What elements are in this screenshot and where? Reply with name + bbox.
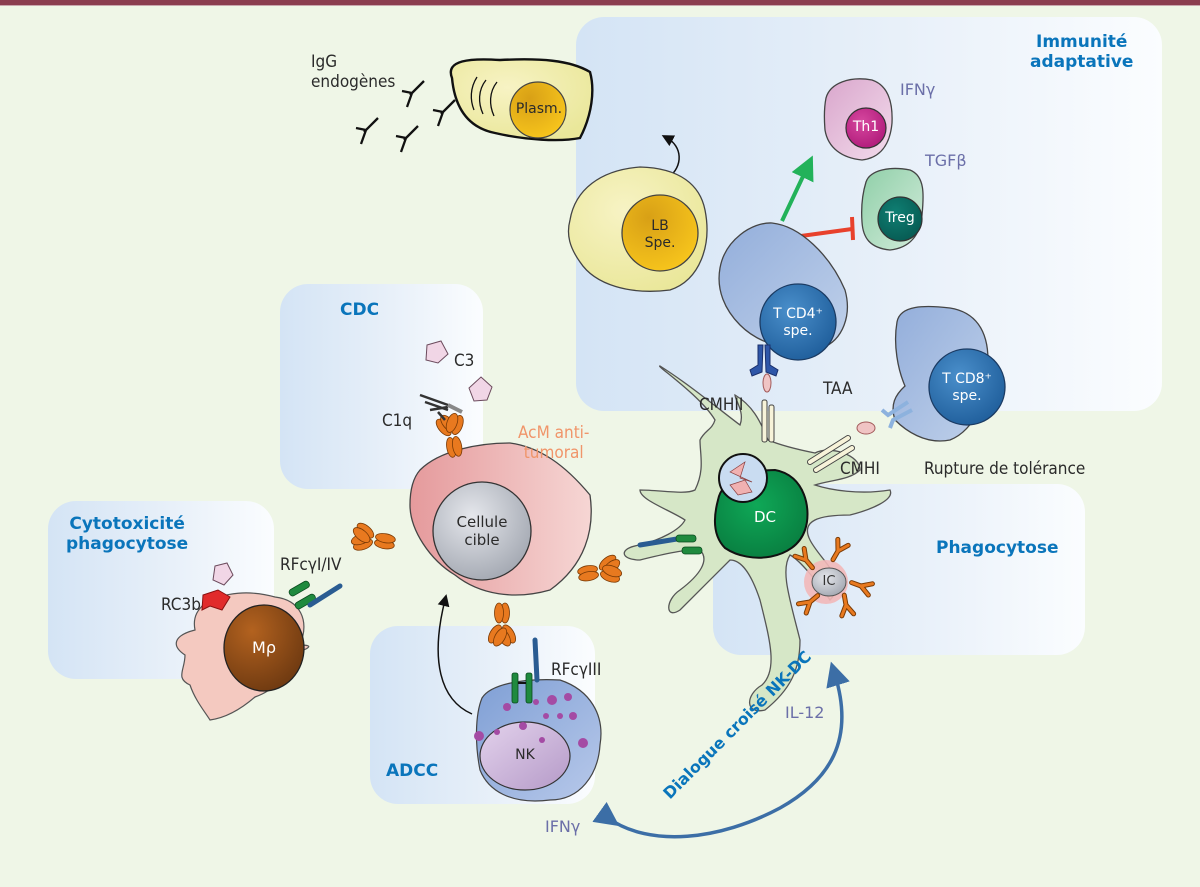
title-adaptive-line2: adaptative — [1030, 51, 1134, 72]
mhc-ii-molecule — [761, 399, 775, 443]
label-mab-line2: tumoral — [523, 442, 584, 463]
label-igg-line2: endogènes — [311, 71, 396, 92]
lb-line2: Spe. — [644, 234, 676, 251]
mhc-i-molecule — [807, 435, 855, 473]
nucleus-label-dc: DC — [753, 508, 777, 526]
inhibition-arrow — [800, 216, 855, 241]
tcd8-cell — [892, 305, 1006, 442]
title-phagocytosis: Phagocytose — [936, 538, 1059, 558]
label-c3: C3 — [454, 351, 475, 371]
tcd8-line2: spe. — [952, 387, 982, 404]
top-border-line — [0, 5, 1200, 6]
cytokine-ifng-th1: IFNγ — [900, 80, 936, 99]
label-mhc-ii: CMHII — [699, 395, 744, 415]
nucleus-label-ic: IC — [822, 574, 836, 589]
nucleus-label-tcd4: T CD4⁺ spe. — [765, 306, 831, 340]
igg-antibody-icon — [394, 124, 420, 154]
title-cdc: CDC — [340, 300, 380, 320]
activation-arrow — [780, 155, 814, 222]
peptide-antigen — [762, 373, 772, 393]
tcd4-line2: spe. — [783, 322, 813, 339]
cytokine-il12: IL-12 — [785, 703, 825, 722]
label-mab-line1: AcM anti- — [518, 423, 590, 443]
mab-antibody — [575, 550, 626, 592]
macrophage-cell — [175, 592, 310, 721]
title-cytotoxicity: Cytotoxicité phagocytose — [66, 514, 189, 554]
c3-fragment — [468, 376, 493, 402]
label-mab: AcM anti- tumoral — [518, 423, 590, 463]
c3-fragment — [425, 340, 449, 364]
lb-line1: LB — [651, 218, 669, 234]
cytokine-ifng-nk: IFNγ — [545, 817, 581, 836]
adcc-arrow — [437, 594, 473, 715]
nucleus-label-treg: Treg — [885, 210, 915, 226]
label-c1q: C1q — [382, 411, 413, 431]
fcgriii-receptor — [511, 637, 540, 704]
igg-antibody-icon — [354, 116, 380, 146]
immune-complex — [795, 539, 872, 616]
tcd4-line1: T CD4⁺ — [773, 306, 823, 322]
label-fcgr-iii: RFcγIII — [551, 660, 602, 680]
title-adaptive-line1: Immunité — [1036, 32, 1128, 52]
th1-cell — [823, 78, 893, 161]
label-igg-line1: IgG — [311, 52, 338, 72]
fcgr-receptor — [288, 580, 343, 610]
c1q-complex — [419, 393, 463, 421]
title-cytotox-line1: Cytotoxicité — [69, 514, 185, 534]
label-rc3b: RC3b — [161, 595, 201, 615]
igg-antibody-icon — [400, 79, 426, 109]
label-mhc-i: CMHI — [840, 459, 880, 479]
plasmocyte-cell — [449, 58, 594, 142]
igg-antibody-icon — [431, 98, 457, 128]
title-adcc: ADCC — [386, 761, 439, 781]
label-igg-endogenous: IgG endogènes — [311, 52, 396, 92]
nucleus-label-nk: NK — [515, 747, 535, 763]
treg-cell — [860, 167, 924, 251]
label-tolerance-break: Rupture de tolérance — [924, 459, 1086, 479]
nucleus-label-tcd8: T CD8⁺ spe. — [934, 371, 1000, 405]
rc3b-receptor — [201, 589, 231, 611]
title-cytotox-line2: phagocytose — [66, 533, 189, 554]
tcr-receptor — [749, 344, 779, 377]
label-fcgr-i-iv: RFcγI/IV — [280, 555, 342, 575]
nucleus-label-plasmocyte: Plasm. — [515, 101, 563, 117]
lb-cell — [567, 166, 708, 292]
nucleus-label-target: Cellule cible — [447, 513, 517, 549]
target-cell — [409, 442, 592, 596]
target-line1: Cellule — [456, 513, 508, 531]
c3-fragment — [212, 562, 234, 586]
nk-granules — [474, 693, 588, 748]
dendritic-cell — [623, 365, 892, 712]
tcd4-cell — [718, 222, 848, 361]
nucleus-label-th1: Th1 — [852, 119, 880, 135]
cytokine-tgfb: TGFβ — [925, 151, 967, 170]
mab-antibody — [347, 518, 398, 560]
top-border-bar — [0, 0, 1200, 5]
label-taa: TAA — [823, 379, 853, 399]
target-line2: cible — [464, 531, 500, 549]
tcd8-line1: T CD8⁺ — [942, 371, 992, 387]
tcr8-receptor — [880, 400, 913, 429]
taa-antigen — [856, 421, 876, 435]
nucleus-label-lb: LB Spe. — [630, 218, 690, 252]
fc-receptor — [637, 534, 703, 555]
nucleus-label-macrophage: Mρ — [252, 638, 276, 657]
mab-antibody — [485, 602, 519, 649]
crosstalk-arrow — [592, 661, 850, 839]
title-adaptive-immunity: Immunité adaptative — [1030, 32, 1134, 72]
